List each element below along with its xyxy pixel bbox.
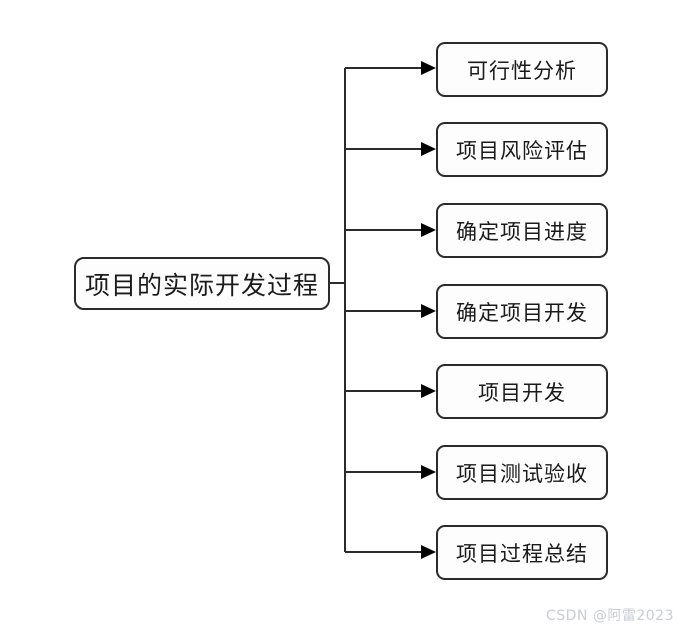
node-label: 项目测试验收 — [456, 461, 588, 486]
node-project-development[interactable]: 项目开发 — [436, 364, 608, 419]
arrowhead-7 — [421, 545, 436, 559]
node-feasibility-analysis[interactable]: 可行性分析 — [436, 42, 608, 97]
arrowhead-6 — [421, 465, 436, 479]
node-risk-assessment[interactable]: 项目风险评估 — [436, 122, 608, 177]
arrowhead-3 — [421, 223, 436, 237]
node-label: 项目过程总结 — [456, 541, 588, 566]
root-node[interactable]: 项目的实际开发过程 — [74, 257, 330, 310]
node-label: 确定项目开发 — [456, 300, 588, 325]
arrowhead-5 — [421, 384, 436, 398]
arrowhead-1 — [421, 61, 436, 75]
node-label: 可行性分析 — [467, 58, 577, 83]
watermark-text: CSDN @阿雷2023 — [546, 608, 674, 624]
arrowhead-2 — [421, 142, 436, 156]
node-label: 项目风险评估 — [456, 138, 588, 163]
node-label: 项目开发 — [478, 380, 566, 405]
node-project-summary[interactable]: 项目过程总结 — [436, 525, 608, 580]
node-label: 确定项目进度 — [456, 219, 588, 244]
root-node-label: 项目的实际开发过程 — [84, 270, 319, 300]
node-determine-development[interactable]: 确定项目开发 — [436, 284, 608, 339]
node-determine-schedule[interactable]: 确定项目进度 — [436, 203, 608, 258]
arrowhead-4 — [421, 304, 436, 318]
node-testing-acceptance[interactable]: 项目测试验收 — [436, 445, 608, 500]
